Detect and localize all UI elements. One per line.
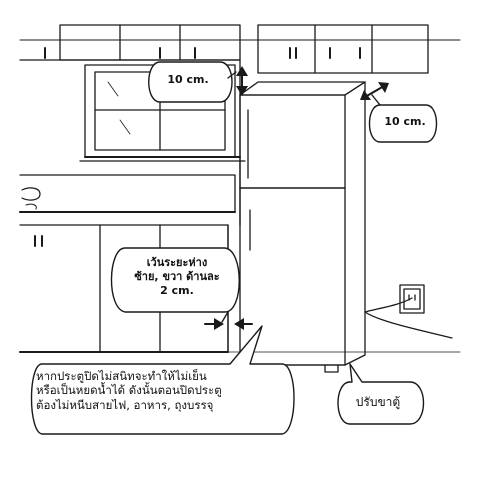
side-gap-line-1: เว้นระยะห่าง	[146, 256, 208, 269]
side-gap-label: เว้นระยะห่าง ซ้าย, ขวา ด้านละ 2 cm.	[118, 256, 236, 297]
refrigerator	[239, 81, 366, 373]
gap-arrows	[204, 66, 389, 330]
callout-bubbles	[30, 61, 438, 435]
back-gap-bubble	[368, 104, 438, 143]
side-gap-line-2: ซ้าย, ขวา ด้านละ	[134, 269, 220, 283]
upper-cabinets	[44, 24, 429, 74]
door-note-label: หากประตูปิดไม่สนิทจะทำให้ไม่เย็น หรือเป็…	[36, 369, 296, 412]
door-note-line-3: ต้องไม่หนีบสายไฟ, อาหาร, ถุงบรรจุ	[36, 397, 214, 412]
top-gap-bubble	[148, 61, 237, 103]
leg-adjust-label: ปรับขาตู้	[355, 395, 401, 409]
wall-outlet	[364, 284, 453, 339]
side-gap-bubble	[110, 247, 240, 313]
door-note-line-2: หรือเป็นหยดน้ำได้ ดังนั้นตอนปิดประตู	[36, 383, 222, 398]
leg-adjust-bubble	[337, 363, 425, 425]
countertop	[19, 174, 236, 213]
back-gap-label: 10 cm.	[384, 115, 426, 128]
top-gap-label: 10 cm.	[167, 73, 209, 86]
door-note-bubble	[30, 325, 295, 435]
door-note-line-1: หากประตูปิดไม่สนิทจะทำให้ไม่เย็น	[36, 369, 207, 383]
side-gap-line-3: 2 cm.	[160, 283, 194, 297]
